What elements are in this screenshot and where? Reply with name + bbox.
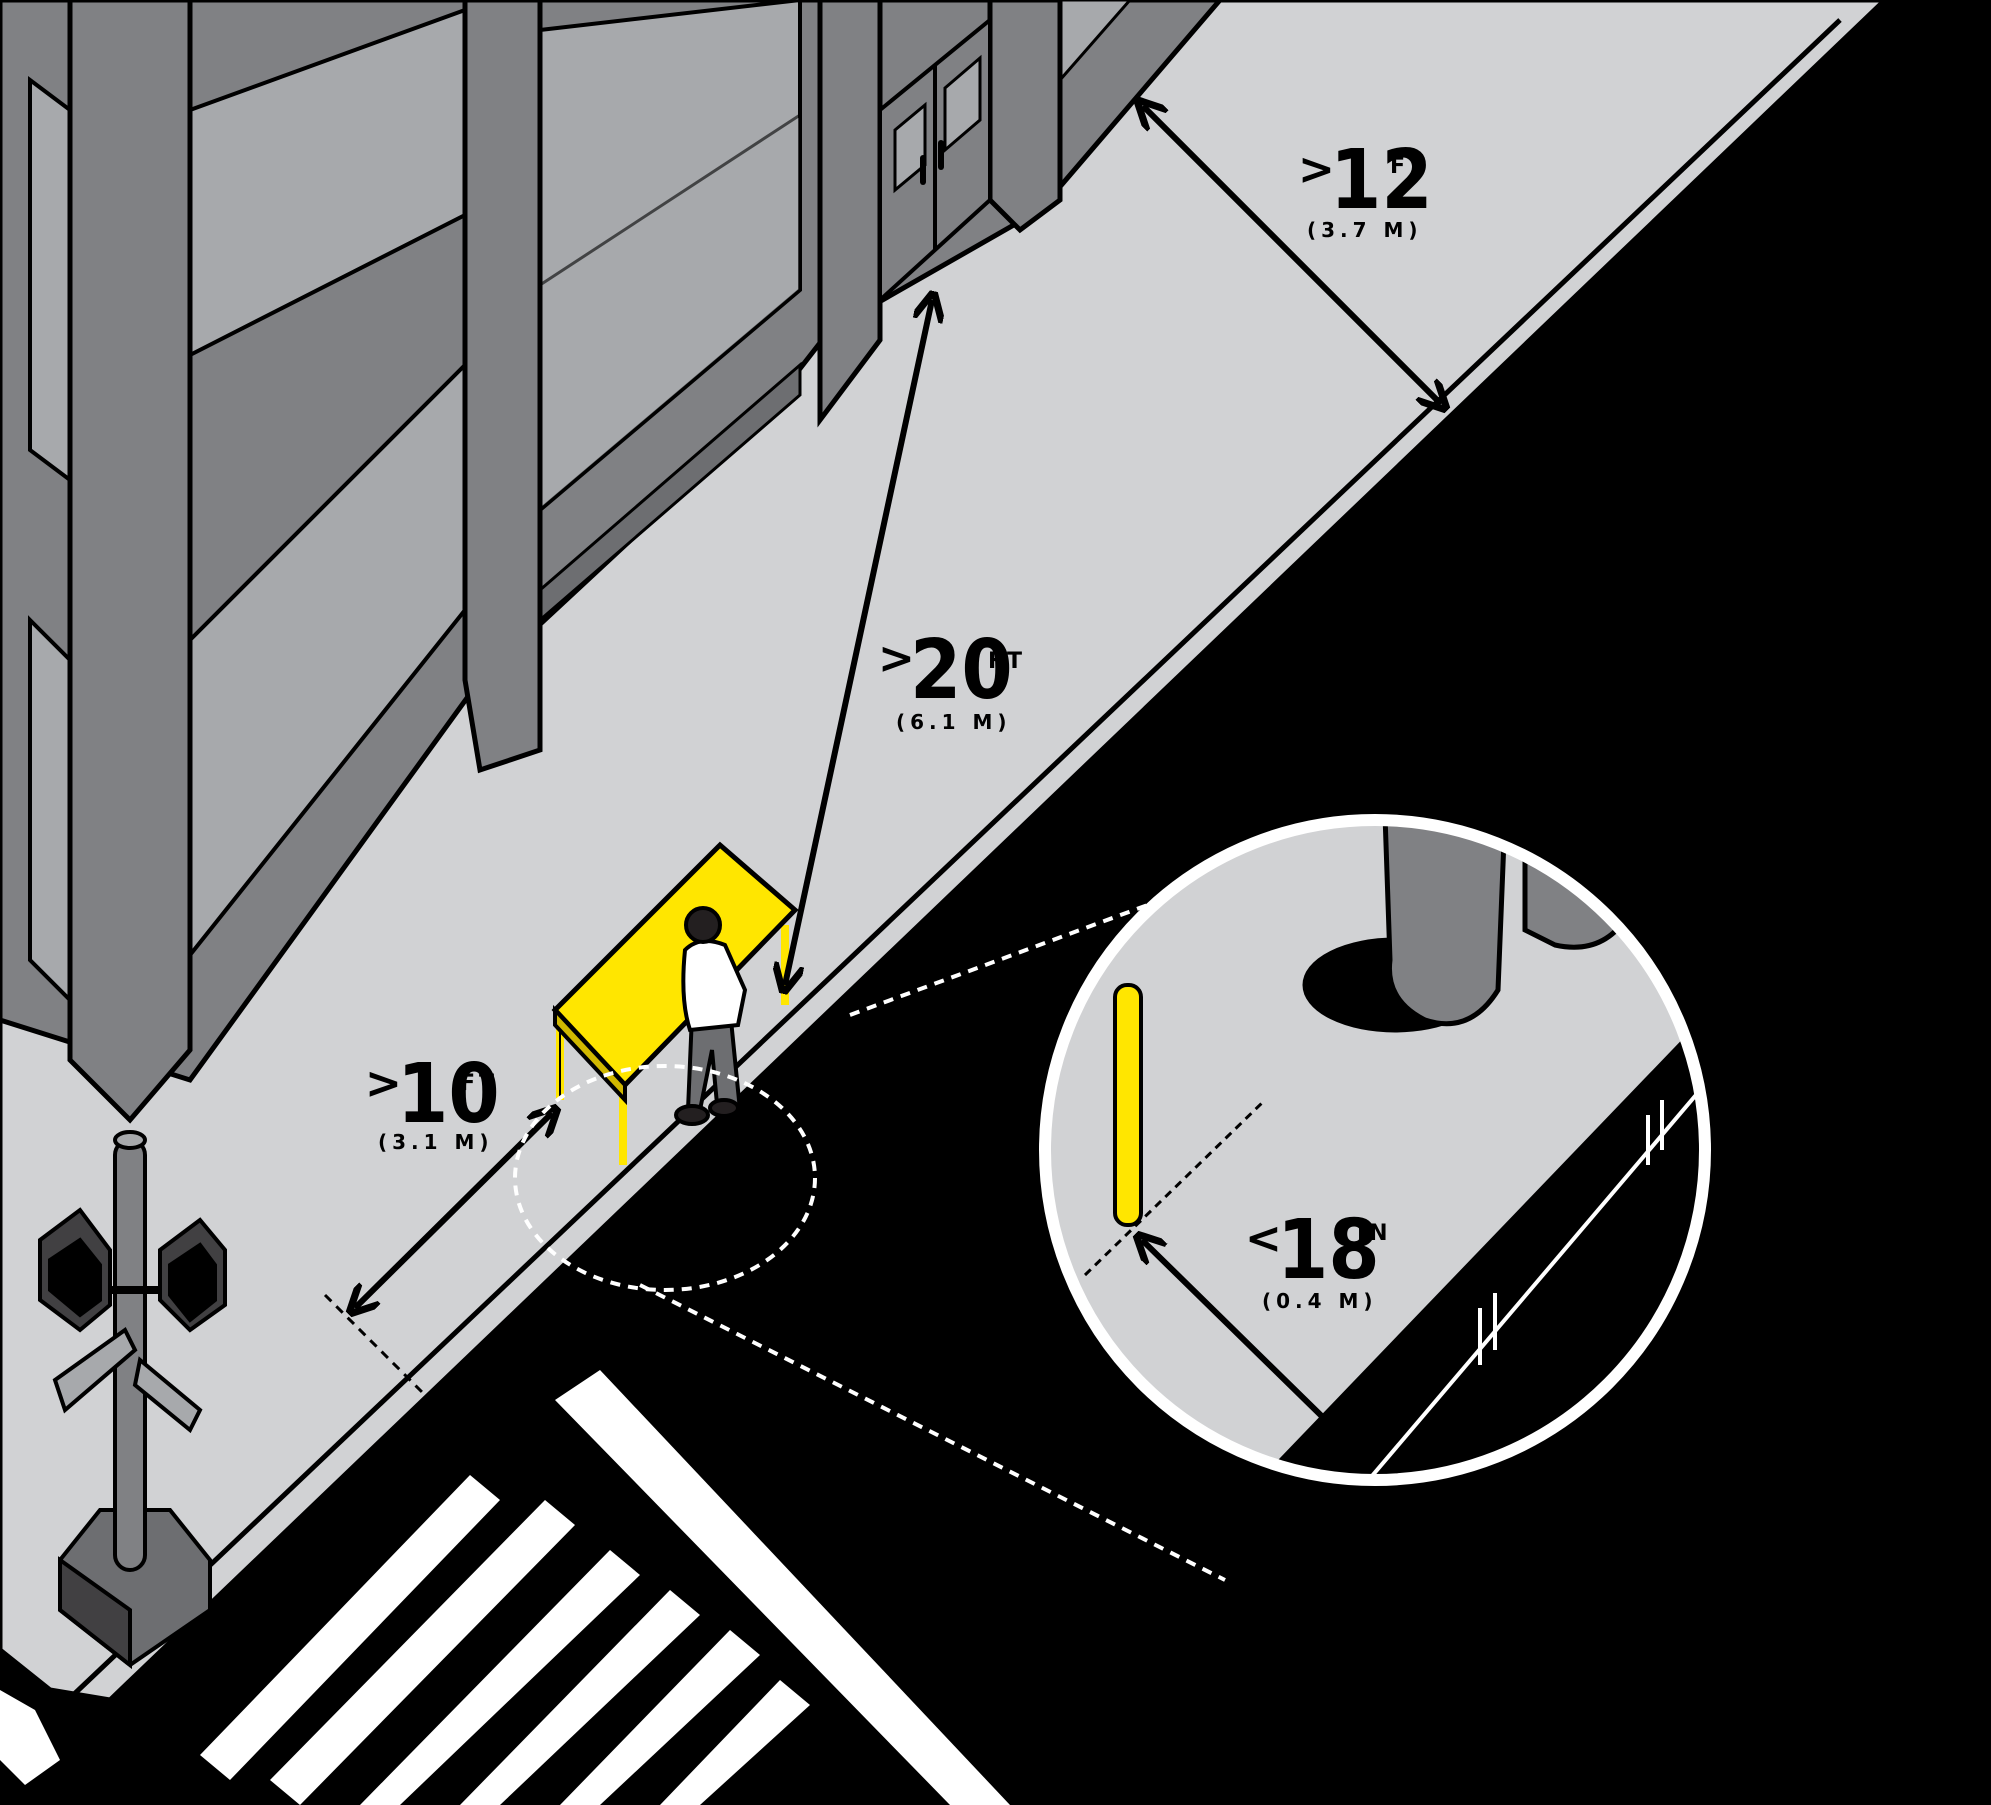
label-table-to-crosswalk: > 10 FT (3.1 M) xyxy=(365,1047,500,1154)
label-table-to-entrance: > 20 FT (6.1 M) xyxy=(878,623,1026,734)
svg-text:18: 18 xyxy=(1277,1203,1380,1298)
svg-text:IN: IN xyxy=(1357,1221,1392,1246)
svg-text:12: 12 xyxy=(1330,133,1433,228)
svg-text:FT: FT xyxy=(1390,154,1428,179)
label-curb-to-building: > 12 FT (3.7 M) xyxy=(1298,133,1433,242)
zoom-table-leg xyxy=(1115,985,1141,1225)
label-leg-to-curb: < 18 IN (0.4 M) xyxy=(1245,1203,1392,1313)
svg-text:FT: FT xyxy=(988,649,1026,674)
svg-text:(3.1 M): (3.1 M) xyxy=(378,1130,494,1154)
svg-text:(6.1 M): (6.1 M) xyxy=(896,710,1012,734)
svg-text:FT: FT xyxy=(460,1071,498,1096)
svg-text:(0.4 M): (0.4 M) xyxy=(1262,1289,1378,1313)
svg-text:(3.7 M): (3.7 M) xyxy=(1307,218,1423,242)
